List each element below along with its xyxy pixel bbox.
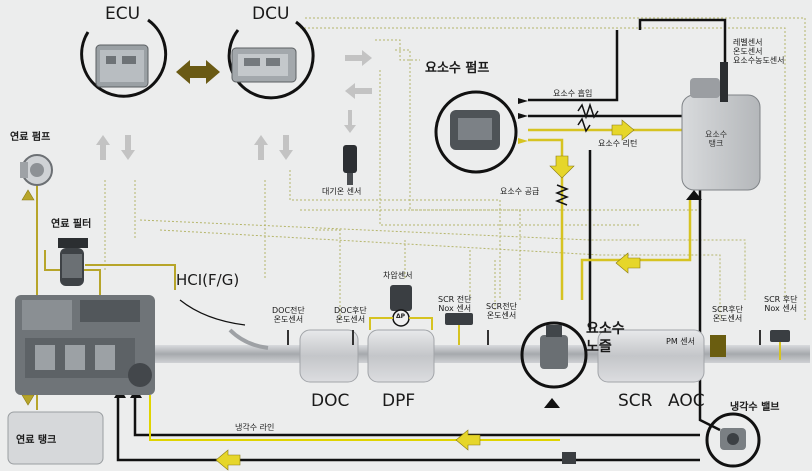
urea-nozzle-label: 요소수 노즐 xyxy=(586,321,625,355)
pm-sensor-label: PM 센서 xyxy=(666,337,695,346)
scr-rear-temp-label: SCR후단 온도센서 xyxy=(712,305,743,323)
fuel-pump-label: 연료 펌프 xyxy=(10,132,51,143)
exhaust-elbow xyxy=(228,328,269,350)
dcu-label: DCU xyxy=(252,4,290,24)
hci-wire xyxy=(179,299,246,326)
pm-sensor xyxy=(710,335,726,357)
scr-label: SCR xyxy=(618,391,653,411)
flow-arrows-yellow xyxy=(21,119,641,471)
fuel-pump xyxy=(20,154,53,186)
dpf-label: DPF xyxy=(382,391,416,411)
ecu-module xyxy=(80,18,168,98)
ambient-temp-sensor-label: 대기온 센서 xyxy=(322,187,362,196)
urea-nozzle xyxy=(520,321,588,389)
doc-rear-temp-label: DOC후단 온도센서 xyxy=(334,306,367,324)
fuel-filter-label: 연료 필터 xyxy=(51,219,92,230)
ecu-dcu-link-arrow xyxy=(176,60,220,84)
dpf-canister xyxy=(367,329,435,383)
coolant-valve-label: 냉각수 밸브 xyxy=(730,402,780,413)
coolant-lines xyxy=(149,395,560,441)
hci-label: HCI(F/G) xyxy=(176,271,240,289)
diff-pressure-sensor xyxy=(369,285,433,330)
urea-return-label: 요소수 리턴 xyxy=(598,139,638,148)
signal-arrows-gray xyxy=(96,50,372,160)
urea-line-filters xyxy=(554,102,599,206)
urea-tank xyxy=(681,62,761,191)
urea-lines xyxy=(528,128,692,300)
scr-front-nox-label: SCR 전단 Nox 센서 xyxy=(438,295,472,313)
scr-front-nox-module xyxy=(445,313,473,345)
doc-canister xyxy=(299,329,359,383)
solid-wiring xyxy=(116,18,727,462)
scr-rear-nox-label: SCR 후단 Nox 센서 xyxy=(764,295,798,313)
scr-front-temp-label: SCR전단 온도센서 xyxy=(486,302,517,320)
doc-label: DOC xyxy=(311,391,350,411)
doc-front-temp-label: DOC전단 온도센서 xyxy=(272,306,305,324)
coolant-line-block xyxy=(562,452,576,464)
scr-aoc-canister xyxy=(597,329,705,383)
urea-tank-label: 요소수 탱크 xyxy=(705,130,728,149)
dp-symbol: ΔP xyxy=(396,313,406,320)
dcu-module xyxy=(227,20,315,100)
fuel-tank xyxy=(7,411,104,465)
diff-pressure-sensor-label: 차압센서 xyxy=(383,271,413,280)
engine-block xyxy=(15,295,155,395)
urea-intake-label: 요소수 흡입 xyxy=(553,89,593,98)
coolant-valve xyxy=(705,412,761,468)
aoc-label: AOC xyxy=(668,391,705,411)
coolant-line-label: 냉각수 라인 xyxy=(235,423,275,432)
temp-sensor-probes xyxy=(287,330,761,345)
signal-wiring-dotted xyxy=(104,17,806,320)
tank-sensors-label: 레벨센서 온도센서 요소수농도센서 xyxy=(733,38,785,66)
urea-pump xyxy=(434,90,528,174)
scr-rear-nox-module xyxy=(770,330,790,360)
fuel-filter xyxy=(58,238,88,286)
ecu-label: ECU xyxy=(105,4,141,24)
urea-supply-label: 요소수 공급 xyxy=(500,187,540,196)
ambient-temp-sensor xyxy=(343,145,357,185)
urea-pump-label: 요소수 펌프 xyxy=(425,61,490,76)
fuel-tank-label: 연료 탱크 xyxy=(16,435,57,446)
